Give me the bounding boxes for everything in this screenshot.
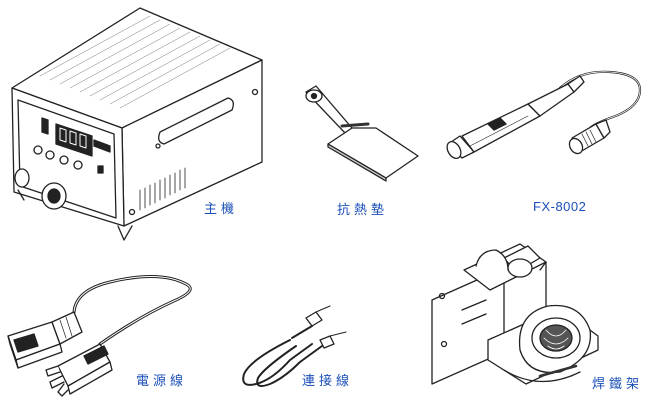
power-cord-drawing bbox=[8, 276, 190, 396]
label-power-cord: 電源線 bbox=[136, 374, 188, 389]
label-connection-cable: 連接線 bbox=[302, 374, 354, 389]
iron-drawing bbox=[444, 72, 640, 161]
label-iron-holder: 焊鐵架 bbox=[592, 377, 644, 392]
connection-cable-drawing bbox=[243, 306, 346, 386]
iron-holder-drawing bbox=[432, 244, 598, 384]
label-iron: FX-8002 bbox=[533, 199, 587, 214]
label-main-unit: 主機 bbox=[204, 202, 239, 217]
heat-pad-drawing bbox=[306, 86, 418, 181]
label-heat-pad: 抗熱墊 bbox=[337, 203, 389, 218]
main-unit-drawing bbox=[12, 8, 262, 240]
